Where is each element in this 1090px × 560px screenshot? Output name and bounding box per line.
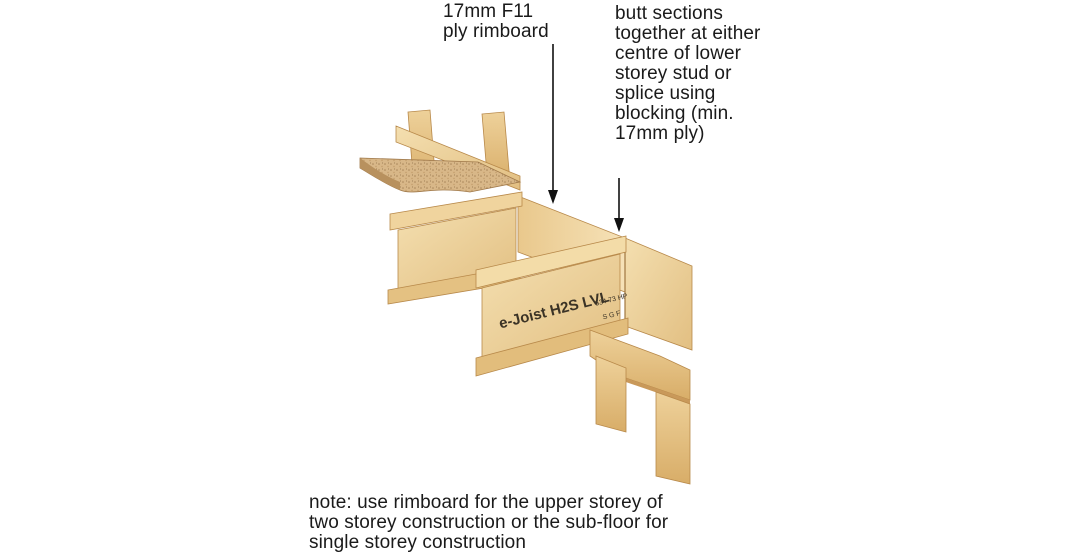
construction-note: note: use rimboard for the upper storey … <box>309 492 669 553</box>
lower-studs <box>595 355 691 485</box>
left-joist <box>387 191 523 305</box>
front-joist: e-Joist H2S LVL 534 73 HP S G F <box>475 235 629 377</box>
rimboard-arrow <box>548 44 558 204</box>
top-plate <box>589 329 691 404</box>
particleboard-floor <box>359 157 522 193</box>
butt-sections-label: butt sections together at either centre … <box>615 3 761 144</box>
butt-sections-arrow <box>614 178 624 232</box>
stamp-code2: S G F <box>602 310 621 321</box>
rimboard-label: 17mm F11 ply rimboard <box>443 1 549 42</box>
